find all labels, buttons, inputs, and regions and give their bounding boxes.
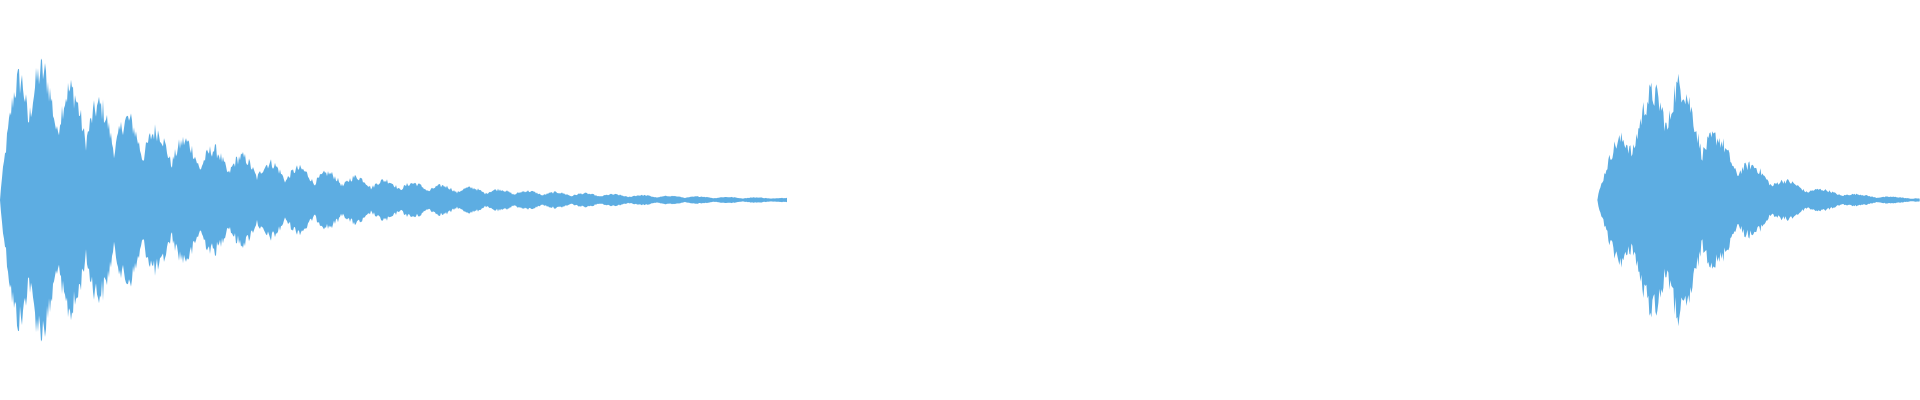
waveform-second-sound <box>1597 73 1920 327</box>
waveform-segments <box>0 58 1920 342</box>
